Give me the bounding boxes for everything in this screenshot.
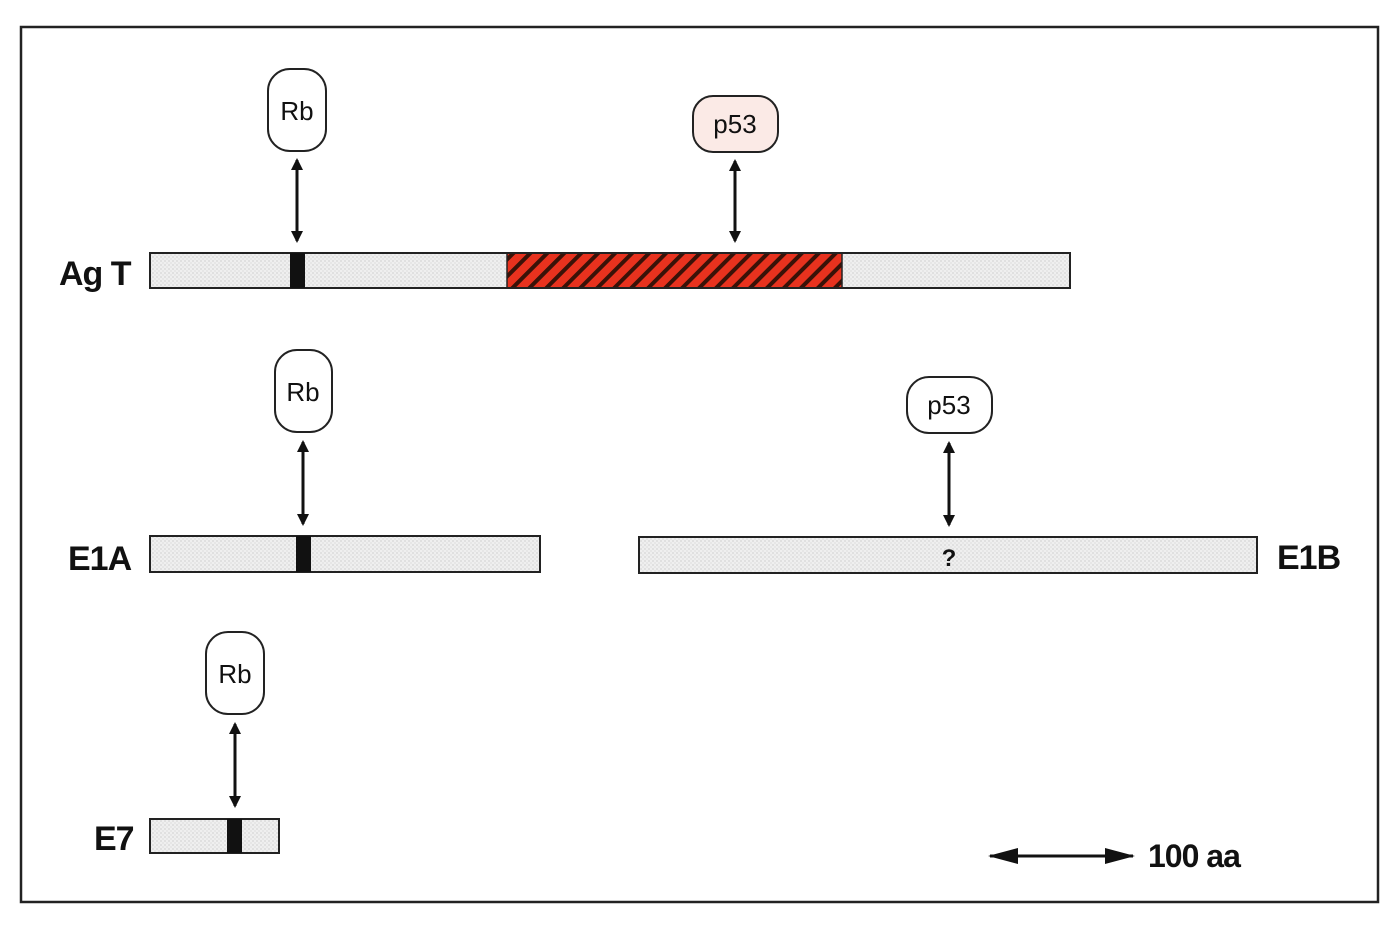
rb-partner-label: Rb xyxy=(286,377,319,407)
e1a-bar xyxy=(149,535,541,573)
rb-partner-label: Rb xyxy=(280,96,313,126)
p53-partner-box xyxy=(692,95,779,153)
protein-label-e1a: E1A xyxy=(68,540,132,578)
p53-partner-label: p53 xyxy=(927,390,970,420)
protein-ag-t: Ag T xyxy=(59,252,1071,293)
protein-label-e1b: E1B xyxy=(1277,539,1341,577)
scale-label: 100 aa xyxy=(1148,838,1241,874)
e1b-bar xyxy=(638,536,1258,574)
protein-e1b: ? E1B xyxy=(638,536,1342,577)
e7-bar xyxy=(149,818,280,854)
e1b-unknown-site-marker: ? xyxy=(942,545,957,572)
scale-bar: 100 aa xyxy=(988,838,1242,874)
figure-frame xyxy=(19,25,1380,904)
e1a-rb-binding-site xyxy=(296,536,311,572)
e7-rb-binding-site xyxy=(227,819,242,853)
rb-partner-label: Rb xyxy=(218,659,251,689)
p53-interaction-e1b: p53 xyxy=(906,376,993,527)
p53-partner-box xyxy=(906,376,993,434)
rb-interaction-e7: Rb xyxy=(205,631,265,808)
protein-e7: E7 xyxy=(94,818,280,858)
ag-t-p53-binding-domain xyxy=(507,254,842,287)
p53-partner-label: p53 xyxy=(713,109,756,139)
rb-interaction-e1a: Rb xyxy=(274,349,333,526)
rb-partner-box xyxy=(205,631,265,715)
rb-interaction-ag-t: Rb xyxy=(267,68,327,243)
protein-label-e7: E7 xyxy=(94,820,134,858)
rb-partner-box xyxy=(267,68,327,152)
p53-interaction-ag-t: p53 xyxy=(692,95,779,243)
rb-partner-box xyxy=(274,349,333,433)
protein-label-ag-t: Ag T xyxy=(59,255,132,293)
protein-e1a: E1A xyxy=(68,535,541,578)
ag-t-rb-binding-site xyxy=(290,253,305,288)
